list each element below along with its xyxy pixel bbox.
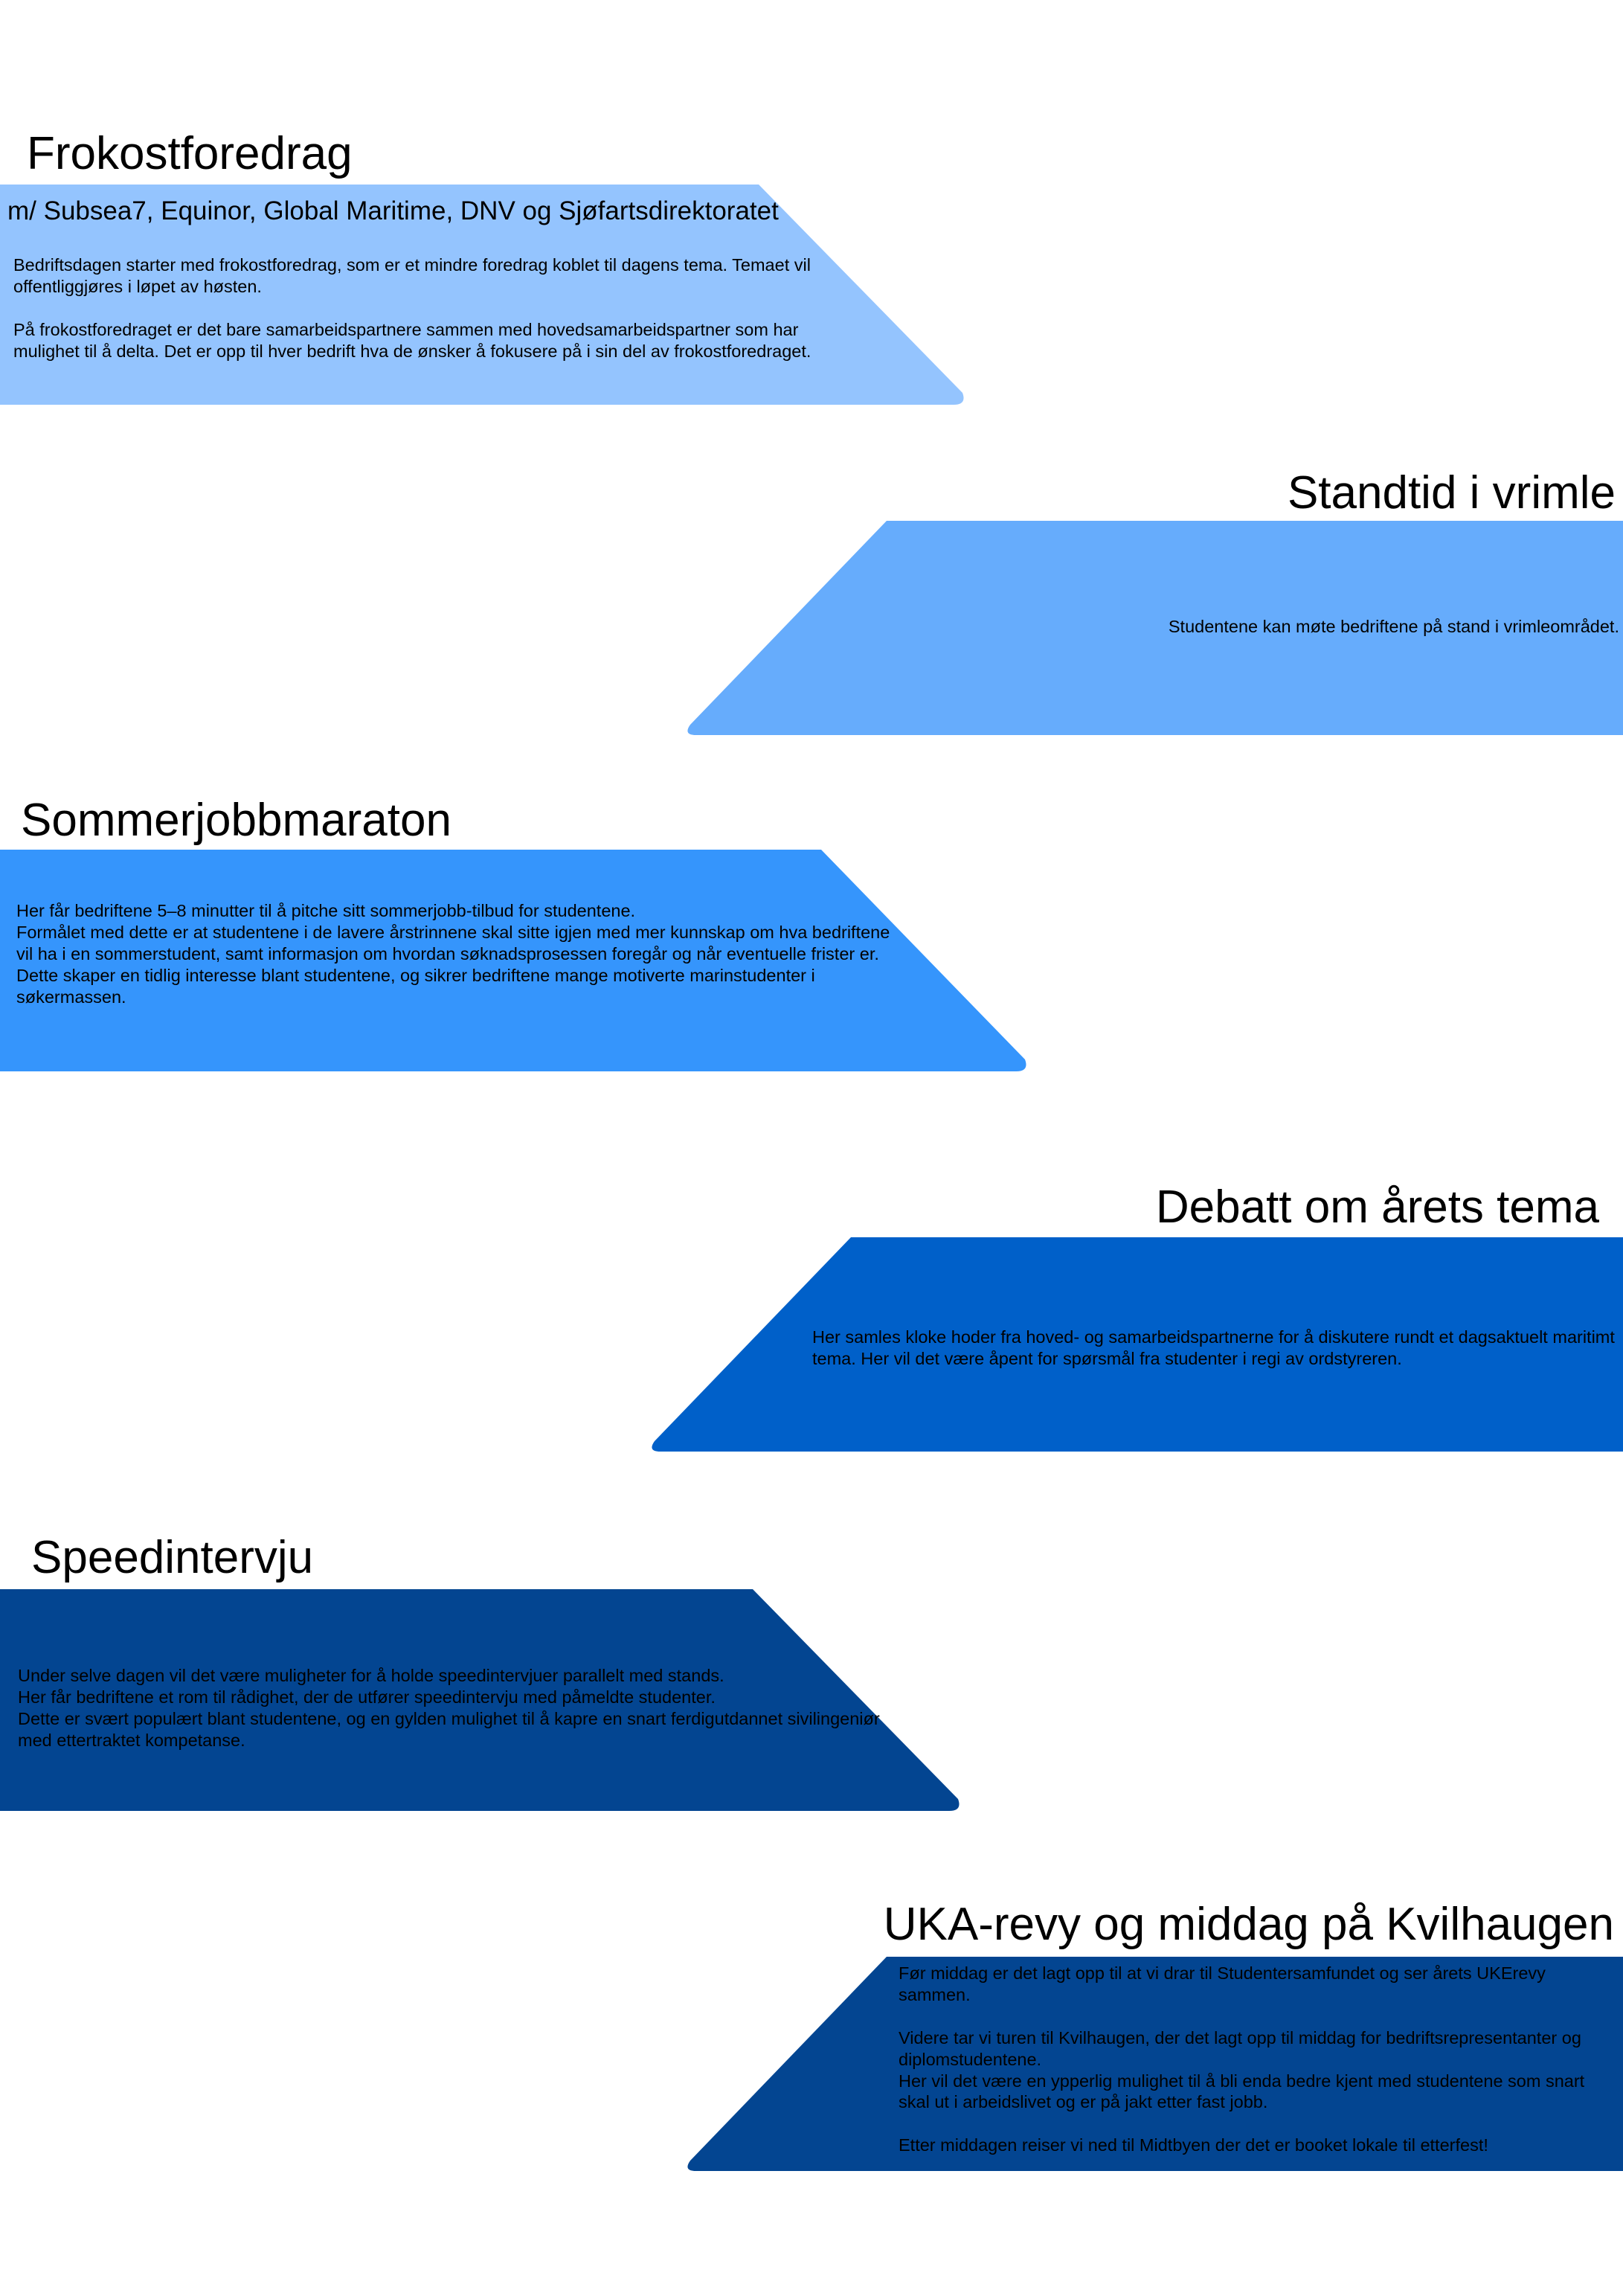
- body-paragraph: Videre tar vi turen til Kvilhaugen, der …: [899, 2027, 1581, 2069]
- section-title-standtid: Standtid i vrimle: [1287, 467, 1616, 519]
- section-body-frokostforedrag: Bedriftsdagen starter med frokostforedra…: [13, 254, 846, 362]
- body-paragraph: Før middag er det lagt opp til at vi dra…: [899, 1963, 1546, 2004]
- section-body-sommerjobbmaraton: Her får bedriftene 5–8 minutter til å pi…: [16, 900, 902, 1007]
- banner-speedintervju: Under selve dagen vil det være mulighete…: [0, 1589, 962, 1811]
- section-title-frokostforedrag: Frokostforedrag: [27, 128, 353, 179]
- body-paragraph: På frokostforedraget er det bare samarbe…: [13, 319, 812, 361]
- banner-shape: [652, 1237, 1623, 1452]
- body-paragraph: Under selve dagen vil det være mulighete…: [18, 1666, 724, 1685]
- section-subtitle-partners: m/ Subsea7, Equinor, Global Maritime, DN…: [7, 196, 779, 225]
- section-title-uka-revy: UKA-revy og middag på Kvilhaugen: [883, 1899, 1614, 1950]
- section-title-sommerjobbmaraton: Sommerjobbmaraton: [21, 795, 451, 846]
- body-paragraph: Etter middagen reiser vi ned til Midtbye…: [899, 2135, 1488, 2155]
- section-body-debatt: Her samles kloke hoder fra hoved- og sam…: [812, 1327, 1622, 1370]
- body-paragraph: Dette skaper en tidlig interesse blant s…: [16, 965, 815, 1007]
- banner-shape: [687, 1957, 1623, 2171]
- section-body-standtid: Studentene kan møte bedriftene på stand …: [950, 616, 1619, 638]
- banner-sommerjobbmaraton: Her får bedriftene 5–8 minutter til å pi…: [0, 850, 1029, 1071]
- body-paragraph: Her samles kloke hoder fra hoved- og sam…: [812, 1327, 1615, 1368]
- banner-debatt: Her samles kloke hoder fra hoved- og sam…: [647, 1237, 1623, 1452]
- body-paragraph: Formålet med dette er at studentene i de…: [16, 922, 890, 963]
- body-paragraph: Her får bedriftene et rom til rådighet, …: [18, 1687, 716, 1707]
- body-paragraph: Her får bedriftene 5–8 minutter til å pi…: [16, 901, 636, 920]
- body-paragraph: Her vil det være en ypperlig mulighet ti…: [899, 2071, 1585, 2112]
- banner-shape: [0, 1589, 960, 1811]
- section-body-speedintervju: Under selve dagen vil det være mulighete…: [18, 1665, 896, 1751]
- banner-uka-revy: Før middag er det lagt opp til at vi dra…: [683, 1957, 1623, 2171]
- section-body-uka-revy: Før middag er det lagt opp til at vi dra…: [899, 1963, 1598, 2156]
- banner-shape: [687, 521, 1623, 735]
- section-title-debatt: Debatt om årets tema: [1155, 1181, 1599, 1233]
- section-title-speedintervju: Speedintervju: [31, 1532, 314, 1583]
- body-paragraph: Dette er svært populært blant studentene…: [18, 1708, 880, 1750]
- banner-shape: [0, 185, 964, 405]
- banner-standtid: Studentene kan møte bedriftene på stand …: [683, 521, 1623, 735]
- body-paragraph: Studentene kan møte bedriftene på stand …: [1168, 617, 1619, 636]
- banner-shape: [0, 850, 1026, 1071]
- banner-frokostforedrag: m/ Subsea7, Equinor, Global Maritime, DN…: [0, 185, 967, 405]
- body-paragraph: Bedriftsdagen starter med frokostforedra…: [13, 255, 811, 296]
